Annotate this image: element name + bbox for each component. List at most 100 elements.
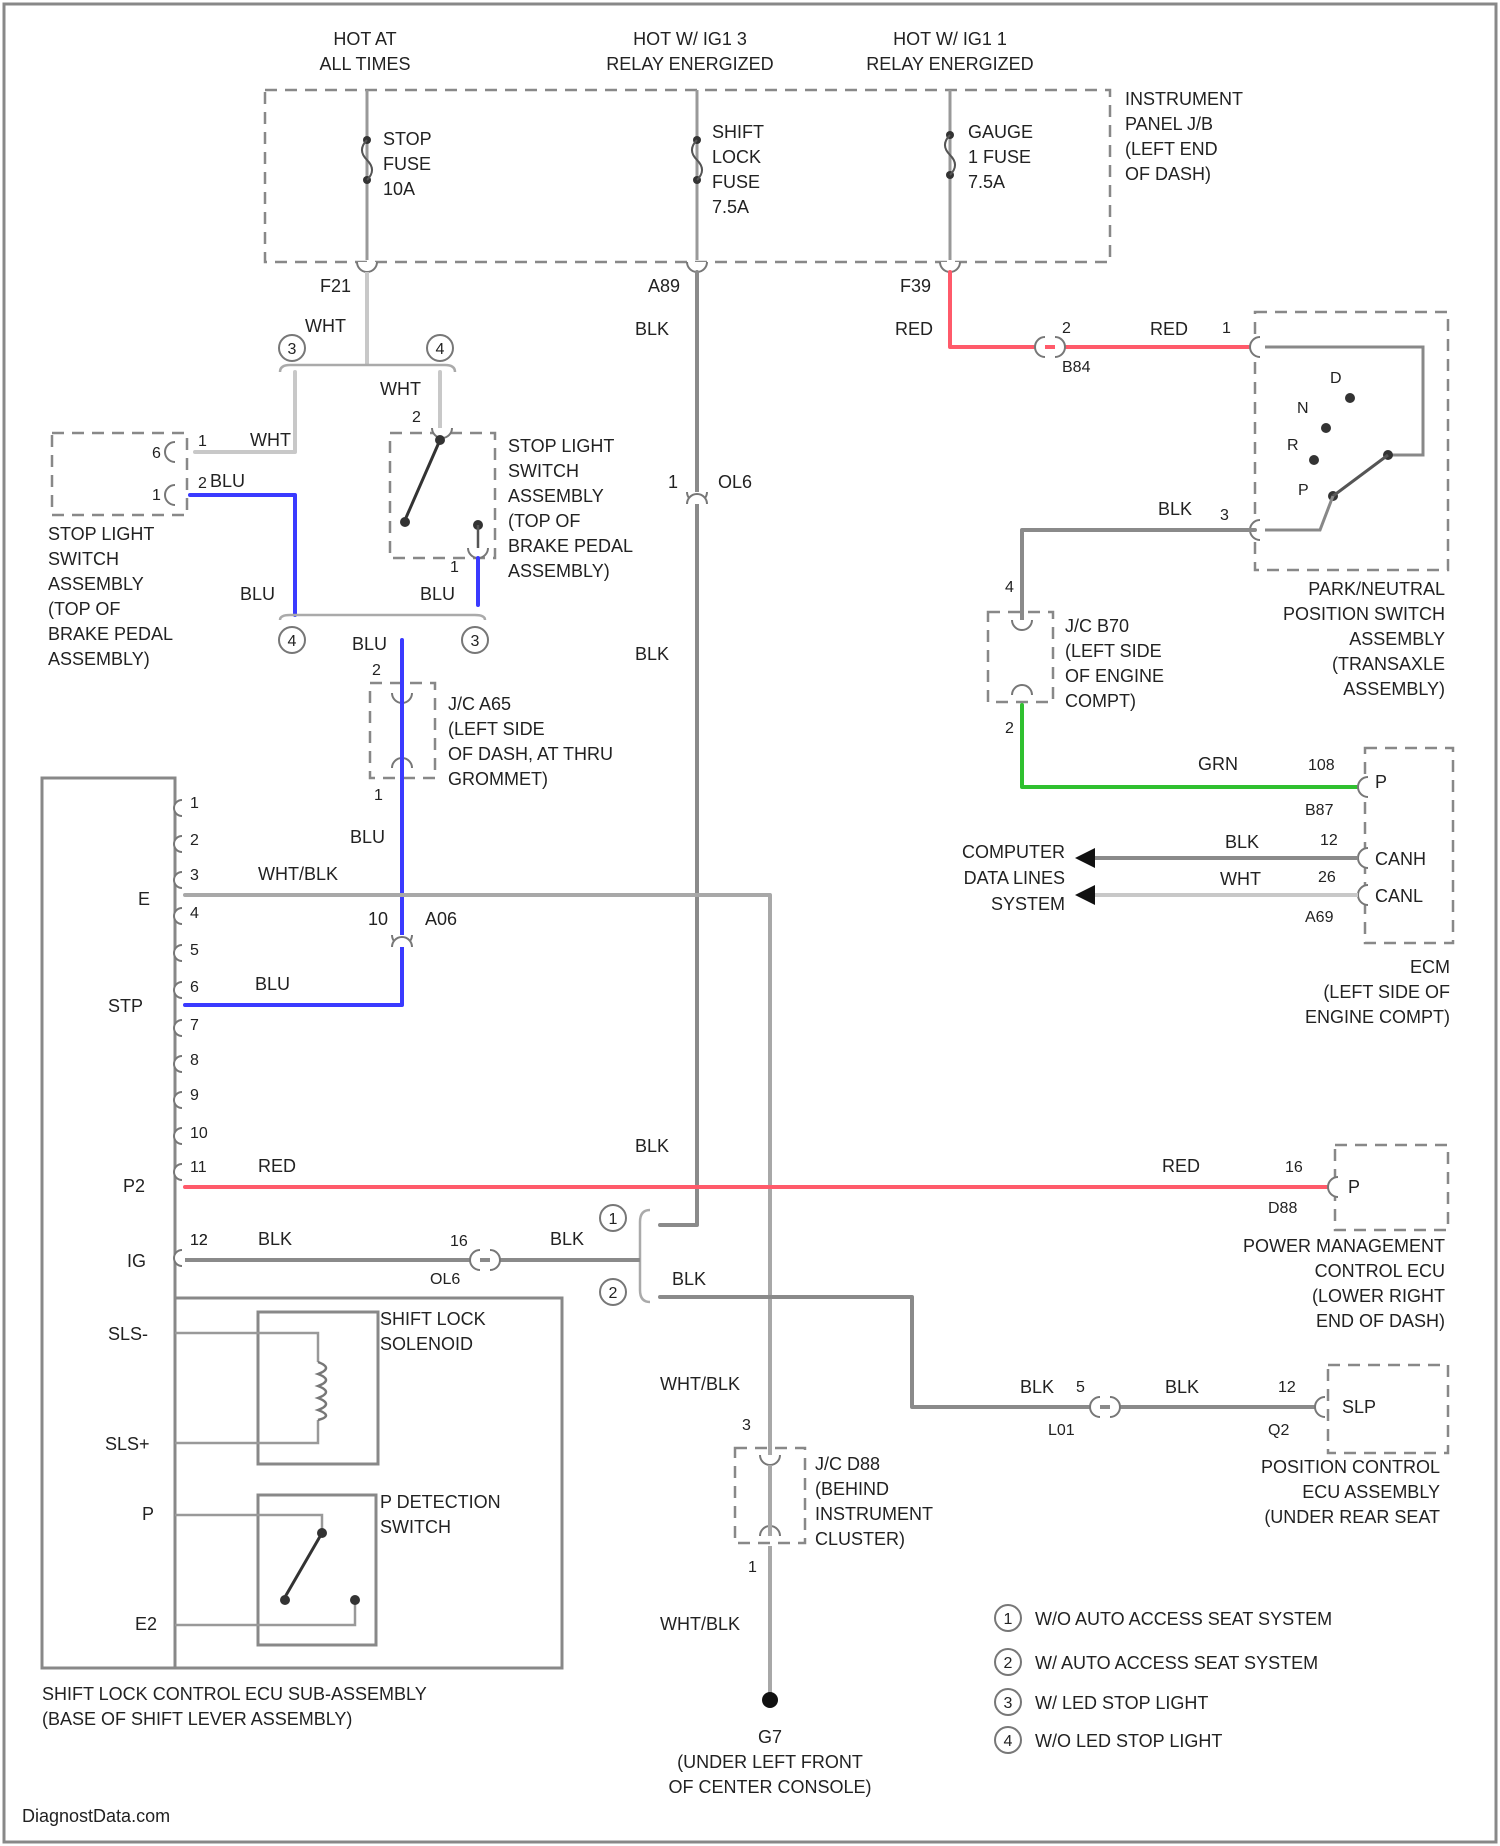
- stop-fuse-label: STOP FUSE 10A: [383, 129, 432, 199]
- variant-mark-blu-b: 3: [462, 627, 488, 653]
- l01-label: L01: [1048, 1422, 1075, 1439]
- svg-text:7.5A: 7.5A: [712, 197, 749, 217]
- red-label-2: RED: [1150, 319, 1188, 339]
- svg-text:1: 1: [609, 1211, 618, 1228]
- p-detection-switch-label: P DETECTION SWITCH: [380, 1492, 501, 1537]
- svg-text:SHIFT LOCK CONTROL ECU SUB-ASS: SHIFT LOCK CONTROL ECU SUB-ASSEMBLY: [42, 1684, 427, 1704]
- svg-text:P2: P2: [123, 1176, 145, 1196]
- variant-mark-ig-a: 1: [600, 1205, 626, 1231]
- svg-text:P DETECTION: P DETECTION: [380, 1492, 501, 1512]
- svg-text:4: 4: [1004, 1733, 1013, 1750]
- svg-text:4: 4: [190, 905, 199, 922]
- svg-text:STP: STP: [108, 996, 143, 1016]
- blk-label-3: BLK: [635, 1136, 669, 1156]
- pc-ecu-label: POSITION CONTROL ECU ASSEMBLY (UNDER REA…: [1261, 1457, 1440, 1527]
- svg-text:ENGINE COMPT): ENGINE COMPT): [1305, 1007, 1450, 1027]
- sls-plus-wire: [175, 1420, 318, 1443]
- p-detection-switch-contacts: [280, 1528, 360, 1605]
- ecm-pin108-label: 108: [1308, 757, 1335, 774]
- svg-text:STOP LIGHT: STOP LIGHT: [508, 436, 614, 456]
- ol6-16-label: OL6: [430, 1271, 460, 1288]
- legend-item-4: 4 W/O LED STOP LIGHT: [995, 1727, 1222, 1753]
- svg-text:3: 3: [1004, 1695, 1013, 1712]
- blk-label-1: BLK: [635, 319, 669, 339]
- legend-item-1: 1 W/O AUTO ACCESS SEAT SYSTEM: [995, 1605, 1332, 1631]
- jc-b70-pin4: [1012, 620, 1032, 630]
- l01-connector-right: [1110, 1397, 1120, 1417]
- switch-b-pin1: 1: [450, 559, 459, 576]
- svg-text:(UNDER LEFT FRONT: (UNDER LEFT FRONT: [677, 1752, 863, 1772]
- svg-text:STOP LIGHT: STOP LIGHT: [48, 524, 154, 544]
- red-wire-gauge-feed: [950, 272, 1250, 347]
- blk-label-5: BLK: [258, 1229, 292, 1249]
- hot-ig2-line1: HOT W/ IG1 3: [633, 29, 747, 49]
- b87-label: B87: [1305, 802, 1334, 819]
- pc-pin12-label: 12: [1278, 1379, 1296, 1396]
- svg-text:COMPUTER: COMPUTER: [962, 842, 1065, 862]
- svg-text:BRAKE PEDAL: BRAKE PEDAL: [508, 536, 633, 556]
- pn-switch-contacts: [1265, 393, 1393, 530]
- jc-b70-pin2: [1012, 685, 1032, 695]
- svg-text:8: 8: [190, 1052, 199, 1069]
- ecm-canh-connector: [1358, 848, 1368, 868]
- svg-text:OF CENTER CONSOLE): OF CENTER CONSOLE): [668, 1777, 871, 1797]
- svg-text:(LOWER RIGHT: (LOWER RIGHT: [1312, 1286, 1445, 1306]
- svg-text:E2: E2: [135, 1614, 157, 1634]
- svg-text:COMPT): COMPT): [1065, 691, 1136, 711]
- blu-label-2: BLU: [420, 584, 455, 604]
- pn-switch-label: PARK/NEUTRAL POSITION SWITCH ASSEMBLY (T…: [1283, 579, 1445, 699]
- svg-text:11: 11: [190, 1159, 207, 1176]
- svg-text:STOP: STOP: [383, 129, 432, 149]
- jc-a65-pin1-label: 1: [374, 787, 383, 804]
- svg-text:SWITCH: SWITCH: [48, 549, 119, 569]
- b84-pin-label: 2: [1062, 320, 1071, 337]
- hot-ig1-line1: HOT W/ IG1 1: [893, 29, 1007, 49]
- hot-at-all-times-line1: HOT AT: [333, 29, 396, 49]
- hot-at-all-times-line2: ALL TIMES: [319, 54, 410, 74]
- svg-text:J/C A65: J/C A65: [448, 694, 511, 714]
- blu-label-5: BLU: [350, 827, 385, 847]
- wht-label-3: WHT: [250, 430, 291, 450]
- svg-text:BRAKE PEDAL: BRAKE PEDAL: [48, 624, 173, 644]
- shift-lock-ecu-label: SHIFT LOCK CONTROL ECU SUB-ASSEMBLY (BAS…: [42, 1684, 427, 1729]
- blk-label-6: BLK: [550, 1229, 584, 1249]
- svg-text:ASSEMBLY: ASSEMBLY: [1349, 629, 1445, 649]
- sls-minus-wire: [175, 1333, 318, 1362]
- stop-fuse-icon: [362, 136, 372, 184]
- svg-text:SYSTEM: SYSTEM: [991, 894, 1065, 914]
- jc-b70-label: J/C B70 (LEFT SIDE OF ENGINE COMPT): [1065, 616, 1164, 711]
- svg-text:2: 2: [1004, 1655, 1013, 1672]
- svg-text:W/ AUTO ACCESS SEAT SYSTEM: W/ AUTO ACCESS SEAT SYSTEM: [1035, 1653, 1318, 1673]
- blk-label-9: BLK: [1165, 1377, 1199, 1397]
- gauge-fuse-label: GAUGE 1 FUSE 7.5A: [968, 122, 1033, 192]
- legend: 1 W/O AUTO ACCESS SEAT SYSTEM 2 W/ AUTO …: [995, 1605, 1332, 1753]
- blk-label-7: BLK: [672, 1269, 706, 1289]
- l01-connector-left: [1090, 1397, 1100, 1417]
- svg-text:ASSEMBLY: ASSEMBLY: [48, 574, 144, 594]
- blu-label-1: BLU: [210, 471, 245, 491]
- red-label-1: RED: [895, 319, 933, 339]
- a69-label: A69: [1305, 909, 1334, 926]
- blu-label-4: BLU: [352, 634, 387, 654]
- svg-text:CANH: CANH: [1375, 849, 1426, 869]
- svg-text:(LEFT SIDE: (LEFT SIDE: [1065, 641, 1162, 661]
- whtblk-label-3: WHT/BLK: [660, 1614, 740, 1634]
- gauge-fuse-icon: [945, 131, 955, 179]
- svg-text:W/ LED STOP LIGHT: W/ LED STOP LIGHT: [1035, 1693, 1208, 1713]
- svg-text:INSTRUMENT: INSTRUMENT: [815, 1504, 933, 1524]
- shift-lock-solenoid-label: SHIFT LOCK SOLENOID: [380, 1309, 486, 1354]
- stop-light-switch-a-label: STOP LIGHT SWITCH ASSEMBLY (TOP OF BRAKE…: [48, 524, 173, 669]
- svg-text:P: P: [1375, 772, 1387, 792]
- svg-text:W/O AUTO ACCESS SEAT SYSTEM: W/O AUTO ACCESS SEAT SYSTEM: [1035, 1609, 1332, 1629]
- p-switch-wire: [175, 1515, 322, 1530]
- canl-arrow-icon: [1075, 885, 1095, 905]
- svg-text:POSITION CONTROL: POSITION CONTROL: [1261, 1457, 1440, 1477]
- wht-label-canl: WHT: [1220, 869, 1261, 889]
- svg-text:(LEFT SIDE OF: (LEFT SIDE OF: [1323, 982, 1450, 1002]
- legend-item-2: 2 W/ AUTO ACCESS SEAT SYSTEM: [995, 1649, 1318, 1675]
- svg-text:GAUGE: GAUGE: [968, 122, 1033, 142]
- l01-pin-label: 5: [1076, 1379, 1085, 1396]
- ecu-pin-labels: E STP P2 IG SLS- SLS+ P E2: [105, 889, 157, 1634]
